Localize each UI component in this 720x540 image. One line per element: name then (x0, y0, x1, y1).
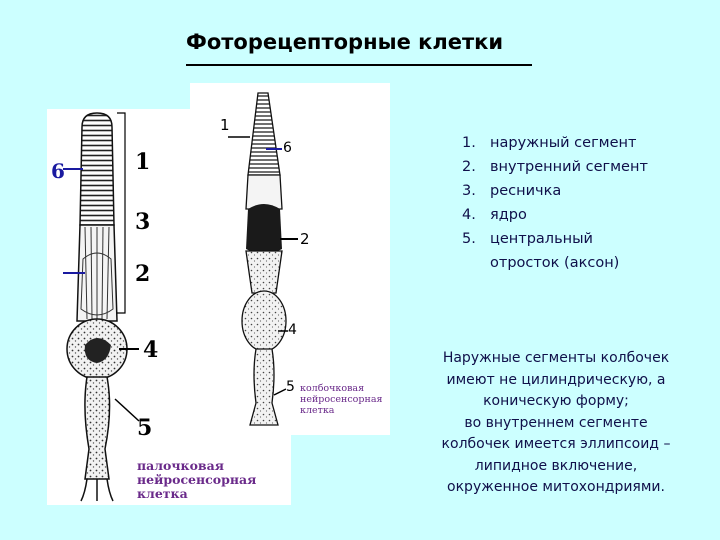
legend-item: 1. наружный сегмент (462, 131, 648, 155)
rod-caption-line-2: нейросенсорная (137, 472, 257, 487)
legend-num: 5. (462, 231, 476, 247)
legend-num: 1. (462, 135, 476, 151)
rod-label-3: 3 (135, 209, 151, 235)
legend-item-continuation: отросток (аксон) (490, 255, 620, 271)
note-line: коническую форму; (483, 393, 629, 409)
legend-num: 4. (462, 207, 476, 223)
cone-cell-figure: 1 6 2 4 5 колбочковая нейросенсорная кле… (190, 83, 390, 435)
legend-item: 4. ядро (462, 203, 648, 227)
cone-caption-line-2: нейросенсорная (300, 394, 383, 405)
rod-bracket (117, 112, 126, 314)
legend-num: 2. (462, 159, 476, 175)
legend-item: 2. внутренний сегмент (462, 155, 648, 179)
rod-cell-drawing (63, 112, 140, 502)
cone-outer-segment (247, 92, 281, 176)
title-underline (186, 64, 532, 66)
rod-caption-line-3: клетка (137, 486, 188, 501)
cone-nucleus (241, 290, 287, 352)
rod-nucleus (84, 338, 111, 363)
legend-num: 3. (462, 183, 476, 199)
legend-item: 5. центральный (462, 227, 648, 251)
legend-text: ресничка (490, 183, 562, 199)
rod-outer-segment (79, 112, 115, 226)
rod-label-1: 1 (135, 149, 151, 175)
rod-callout-5-line (114, 398, 140, 422)
cone-inner-segment (245, 174, 283, 210)
cone-label-6: 6 (283, 140, 292, 156)
cone-ellipsoid (246, 204, 282, 254)
rod-fibres (84, 226, 110, 320)
page-title: Фоторецепторные клетки (186, 30, 504, 54)
rod-label-4: 4 (143, 337, 159, 363)
cone-label-5: 5 (286, 379, 295, 395)
cone-callout-5-line (273, 388, 287, 396)
note-line: Наружные сегменты колбочек (442, 350, 670, 366)
note-line: окруженное митохондриями. (447, 479, 665, 495)
legend-text: центральный (490, 231, 593, 247)
cone-cell-drawing (228, 92, 298, 426)
note-line: во внутреннем сегменте (464, 414, 648, 431)
cone-caption-line-1: колбочковая (300, 383, 365, 394)
rod-caption: палочковая нейросенсорная клетка (137, 459, 256, 501)
legend-list: 1.наружный сегмент 2.внутренний сегмент … (462, 131, 648, 275)
note-line: липидное включение, (474, 457, 638, 474)
rod-label-5: 5 (137, 415, 153, 441)
cone-label-4: 4 (288, 322, 297, 338)
cone-axon (249, 348, 279, 426)
cone-caption: колбочковая нейросенсорная клетка (300, 383, 382, 416)
cone-body (245, 250, 283, 294)
cone-caption-line-3: клетка (300, 405, 335, 416)
rod-axon (84, 376, 111, 480)
rod-label-2: 2 (135, 261, 151, 287)
legend-text: внутренний сегмент (490, 159, 648, 175)
note-line: имеют не цилиндрическую, а (446, 371, 666, 388)
note-line: колбочек имеется эллипсоид – (441, 436, 671, 452)
cone-label-1: 1 (220, 116, 230, 134)
rod-caption-line-1: палочковая (137, 458, 224, 473)
explanatory-note: Наружные сегменты колбочек имеют не цили… (405, 348, 707, 499)
legend-item: 3. ресничка (462, 179, 648, 203)
legend-text: наружный сегмент (490, 135, 637, 151)
rod-ellipsoid (80, 252, 114, 316)
legend-text: ядро (490, 207, 527, 223)
rod-label-6: 6 (51, 159, 65, 183)
cone-label-2: 2 (300, 230, 310, 248)
